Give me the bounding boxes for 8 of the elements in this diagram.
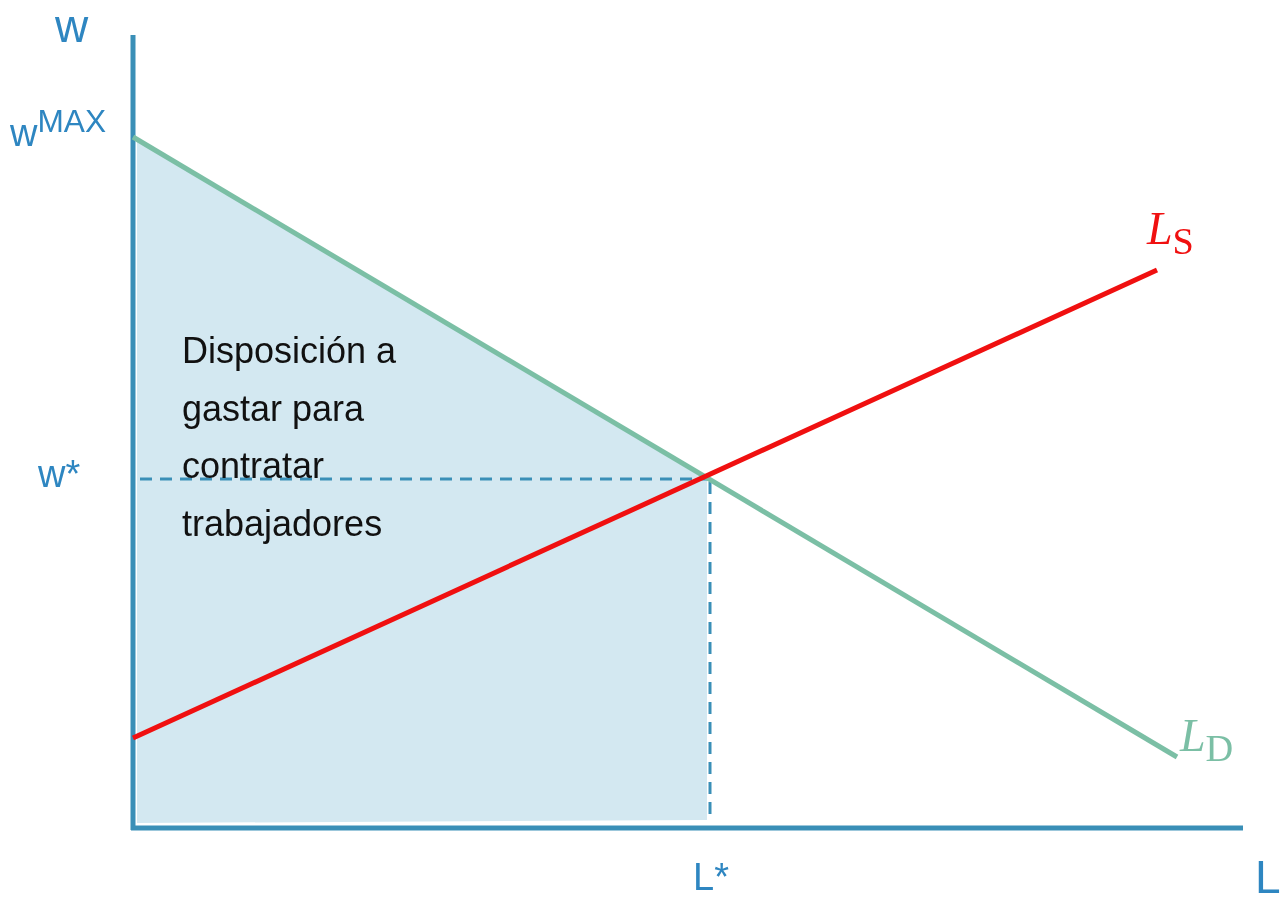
tick-label: L* <box>693 858 729 898</box>
area-label: Disposición a gastar para contratar trabajadores <box>182 329 398 546</box>
curve-label: L$_{S}$ <box>1147 205 1194 262</box>
curve-label: L$_{D}$ <box>1180 712 1234 769</box>
axis-label: w <box>55 2 89 51</box>
tick-label: w$^{MAX}$ <box>10 105 107 154</box>
tick-label: w* <box>38 455 81 495</box>
axis-label: L <box>1255 853 1281 902</box>
